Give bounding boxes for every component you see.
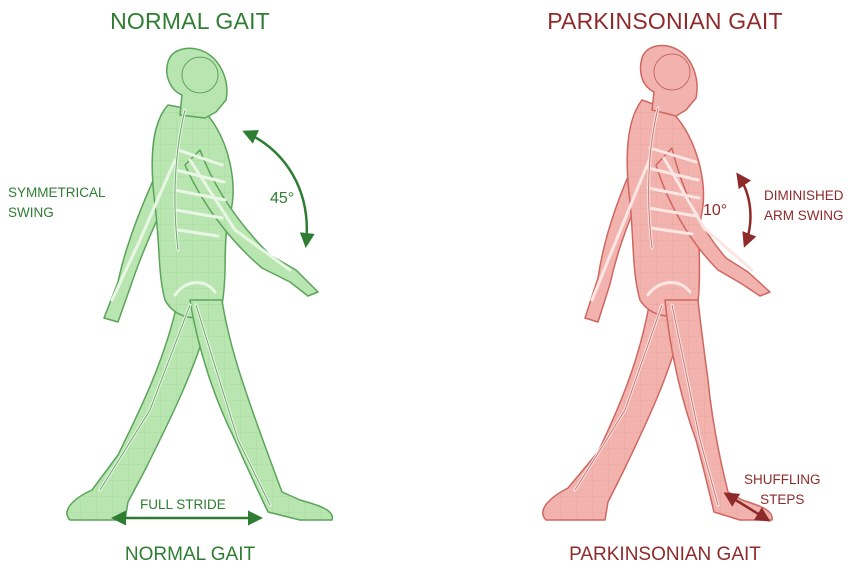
diminished-line-2: ARM SWING <box>764 206 844 226</box>
normal-gait-caption: NORMAL GAIT <box>100 544 280 566</box>
shuffling-line-1: SHUFFLING <box>744 470 821 490</box>
shuffling-line-2: STEPS <box>744 490 821 510</box>
normal-gait-figure <box>67 48 332 520</box>
diminished-swing-arc-arrow <box>738 175 750 245</box>
symmetrical-swing-label: SYMMETRICAL SWING <box>8 183 106 223</box>
normal-angle-label: 45° <box>270 190 294 208</box>
full-stride-label: FULL STRIDE <box>140 495 226 515</box>
parkinsonian-angle-label: 10° <box>703 202 727 220</box>
arm-swing-arc-arrow <box>245 132 307 245</box>
shuffling-steps-label: SHUFFLING STEPS <box>744 470 821 510</box>
parkinsonian-gait-figure <box>543 46 772 520</box>
diminished-line-1: DIMINISHED <box>764 186 844 206</box>
symmetrical-swing-line-2: SWING <box>8 203 106 223</box>
symmetrical-swing-line-1: SYMMETRICAL <box>8 183 106 203</box>
diminished-arm-swing-label: DIMINISHED ARM SWING <box>764 186 844 226</box>
parkinsonian-gait-caption: PARKINSONIAN GAIT <box>560 544 770 566</box>
